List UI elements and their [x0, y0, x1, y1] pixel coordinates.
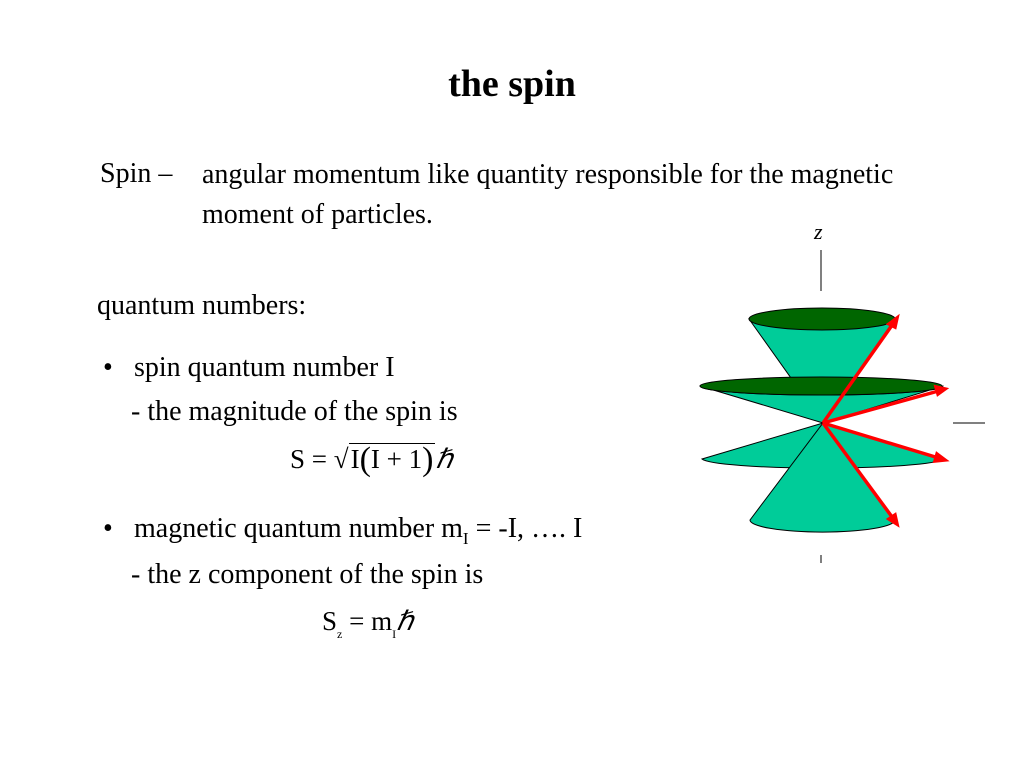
- bullet2-prefix: magnetic quantum number m: [134, 513, 463, 544]
- hbar-symbol: ℏ: [396, 606, 414, 636]
- arrowhead-icon: [932, 451, 950, 463]
- bullet2-suffix: = -I, …. I: [468, 513, 583, 544]
- spin-vector-down-shallow: [822, 421, 943, 461]
- upper-flat-cone-cap: [699, 376, 943, 396]
- eq-plus: +: [386, 444, 402, 474]
- spin-definition-text: angular momentum like quantity responsib…: [202, 159, 894, 230]
- bullet-spin-magnitude-text: - the magnitude of the spin is: [131, 396, 458, 427]
- arrowhead-icon: [933, 384, 950, 397]
- sqrt-radicand: I(I + 1): [348, 441, 436, 478]
- bullet-magnetic-quantum-number: magnetic quantum number mI = -I, …. I: [134, 510, 582, 558]
- eqz-m: m: [371, 606, 393, 636]
- eqz-lhs: S: [322, 606, 338, 636]
- spin-term: Spin –: [100, 158, 173, 189]
- quantum-numbers-heading: quantum numbers:: [97, 290, 307, 321]
- sqrt-icon: √: [333, 444, 349, 474]
- arrowhead-icon: [885, 512, 900, 528]
- bullet-z-component-text: - the z component of the spin is: [131, 559, 484, 590]
- spin-vector-up-shallow: [822, 388, 943, 425]
- eq-rparen: ): [422, 441, 434, 478]
- slide-title: the spin: [448, 63, 576, 105]
- eq-i1: I: [350, 444, 360, 474]
- arrowhead-icon: [885, 313, 900, 330]
- hbar-symbol: ℏ: [435, 444, 453, 474]
- eq-one: 1: [408, 444, 423, 474]
- eq-i2: I: [370, 444, 380, 474]
- equation-z-component: Sz = mIℏ: [322, 606, 413, 642]
- lower-cone-body: [749, 422, 896, 533]
- upper-cone-cap: [748, 307, 896, 331]
- bullet2-subscript: I: [462, 529, 469, 548]
- spin-vector-up-steep: [821, 319, 897, 425]
- eq-lparen: (: [359, 441, 371, 478]
- equation-spin-magnitude: S = √I(I + 1)ℏ: [290, 441, 453, 479]
- eq-equals: =: [311, 444, 328, 474]
- spin-vector-down-steep: [821, 421, 897, 523]
- eqz-equals: =: [349, 606, 365, 636]
- eqz-m-sub: I: [392, 627, 397, 641]
- bullet-spin-quantum-number: spin quantum number I: [134, 352, 395, 383]
- spin-cone-diagram: z: [699, 219, 985, 563]
- bullet-marker-2: •: [103, 513, 113, 544]
- eq-lhs: S: [290, 444, 306, 474]
- eqz-lhs-sub: z: [337, 627, 343, 641]
- bullet-marker-1: •: [103, 352, 113, 383]
- z-axis-label: z: [813, 219, 823, 244]
